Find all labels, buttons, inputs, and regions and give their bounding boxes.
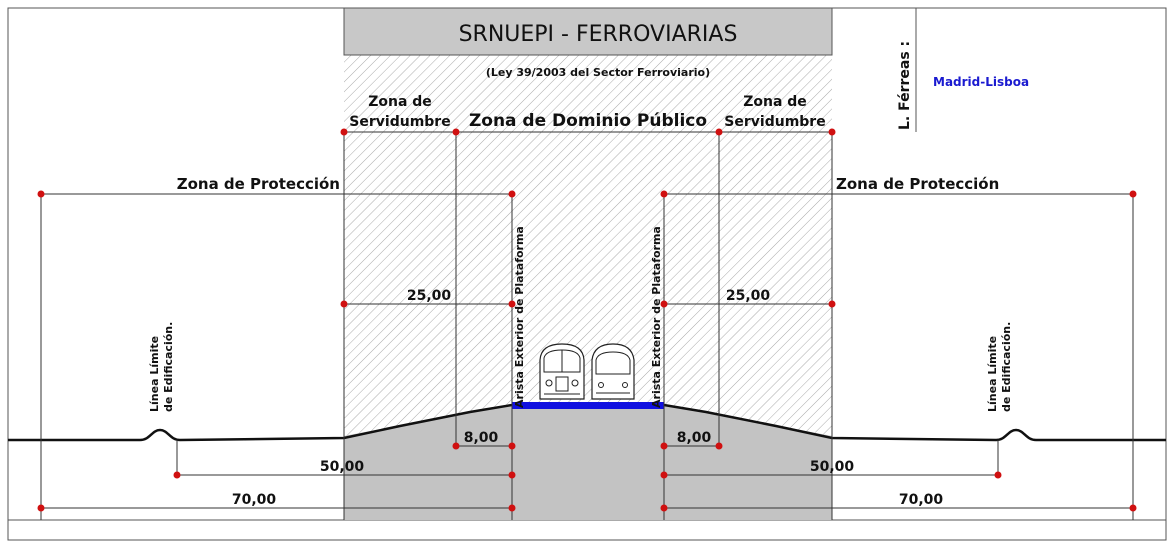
dim-servidumbre-right: 25,00 (726, 288, 771, 304)
dominio-publico-label: Zona de Dominio Público (469, 111, 707, 131)
dim-limite-right: 50,00 (810, 459, 855, 475)
arista-left-label: Arista Exterior de Plataforma (513, 226, 526, 408)
linea-name: Madrid-Lisboa (933, 75, 1029, 89)
train-modern-icon (591, 343, 635, 400)
proteccion-left-label: Zona de Protección (177, 175, 340, 193)
limite-right-line1: Línea Límite (986, 336, 999, 412)
title: SRNUEPI - FERROVIARIAS (459, 22, 738, 47)
arista-right-label: Arista Exterior de Plataforma (650, 226, 663, 408)
title-bar (343, 7, 833, 56)
servidumbre-right-line1: Zona de (743, 94, 807, 110)
servidumbre-right-line2: Servidumbre (724, 114, 825, 130)
lineas-label: L. Férreas : (897, 41, 913, 130)
limite-left-line1: Línea Límite (148, 336, 161, 412)
dim-proteccion-right: 70,00 (899, 492, 944, 508)
dim-servidumbre-left: 25,00 (407, 288, 452, 304)
servidumbre-left-line2: Servidumbre (349, 114, 450, 130)
dimension-markers (37, 128, 1137, 512)
proteccion-right-label: Zona de Protección (836, 175, 999, 193)
reference-lines (40, 131, 1134, 520)
limite-right-line2: de Edificación. (1000, 322, 1013, 412)
dim-dominio-left: 8,00 (464, 430, 499, 446)
servidumbre-left-line1: Zona de (368, 94, 432, 110)
subtitle: (Ley 39/2003 del Sector Ferroviario) (486, 66, 710, 79)
rail-platform (512, 402, 664, 409)
limite-left-line2: de Edificación. (162, 322, 175, 412)
embankment-fill (344, 404, 832, 520)
train-front-icon (539, 343, 585, 400)
dim-dominio-right: 8,00 (677, 430, 712, 446)
dim-limite-left: 50,00 (320, 459, 365, 475)
dim-proteccion-left: 70,00 (232, 492, 277, 508)
